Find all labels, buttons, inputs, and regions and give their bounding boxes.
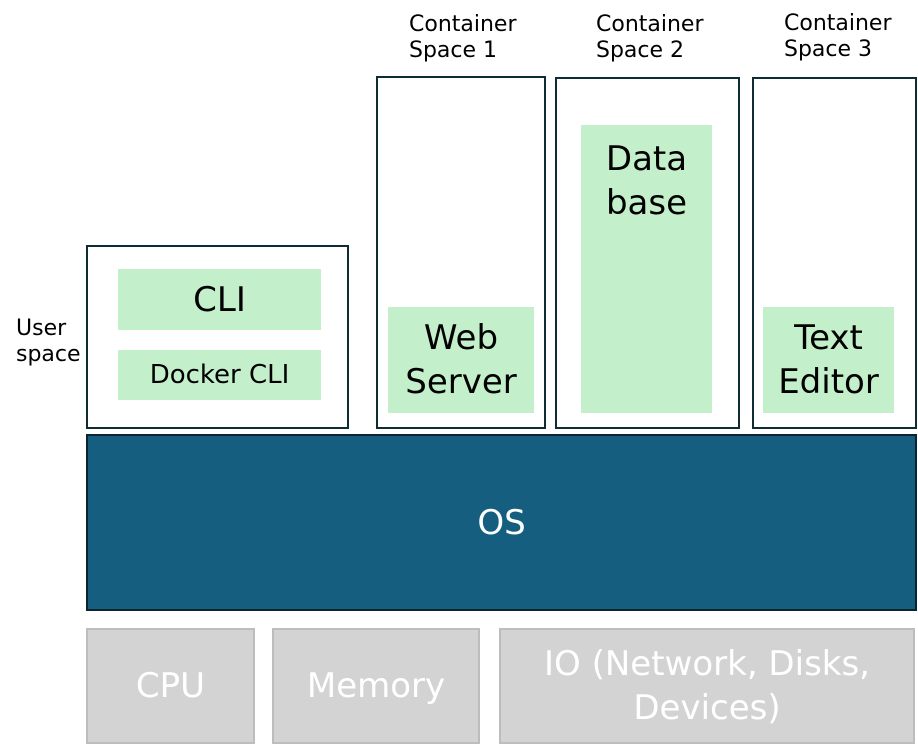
container-space-2-title-line-2: Space 2 — [596, 37, 685, 63]
io-block: IO (Network, Disks, Devices) — [499, 628, 915, 744]
user-space-label-line-1: User — [16, 316, 67, 341]
container-space-2-title: Container Space 2 — [596, 12, 704, 64]
cli-block: CLI — [118, 269, 321, 330]
container-space-1-title-line-1: Container — [409, 12, 517, 37]
memory-label: Memory — [306, 665, 446, 706]
container-space-1-title: Container Space 1 — [409, 12, 517, 64]
text-editor-label-line-1: Text — [794, 317, 863, 358]
os-label: OS — [477, 502, 526, 543]
container-space-3-title: Container Space 3 — [784, 11, 892, 63]
container-space-2-title-line-1: Container — [596, 12, 704, 37]
docker-cli-block: Docker CLI — [118, 350, 321, 400]
io-label-line-1: IO (Network, Disks, — [544, 643, 870, 684]
database-label-line-2: base — [605, 183, 688, 224]
user-space-label: User space — [16, 316, 81, 368]
web-server-block: Web Server — [388, 307, 534, 413]
text-editor-label-line-2: Editor — [778, 362, 879, 402]
user-space-label-line-2: space — [16, 341, 81, 367]
memory-block: Memory — [272, 628, 480, 744]
cpu-label: CPU — [135, 665, 206, 706]
cpu-block: CPU — [86, 628, 255, 744]
container-space-3-title-line-2: Space 3 — [784, 36, 873, 62]
io-label-line-2: Devices) — [633, 688, 781, 728]
web-server-label-line-1: Web — [423, 317, 499, 358]
database-label-line-1: Data — [605, 139, 688, 179]
cli-label: CLI — [193, 279, 246, 320]
text-editor-block: Text Editor — [763, 307, 894, 413]
os-layer: OS — [86, 434, 917, 611]
container-space-1-title-line-2: Space 1 — [409, 37, 498, 63]
container-space-3-title-line-1: Container — [784, 11, 892, 36]
database-block: Data base — [581, 125, 712, 413]
docker-cli-label: Docker CLI — [149, 360, 290, 390]
web-server-label-line-2: Server — [405, 362, 517, 402]
